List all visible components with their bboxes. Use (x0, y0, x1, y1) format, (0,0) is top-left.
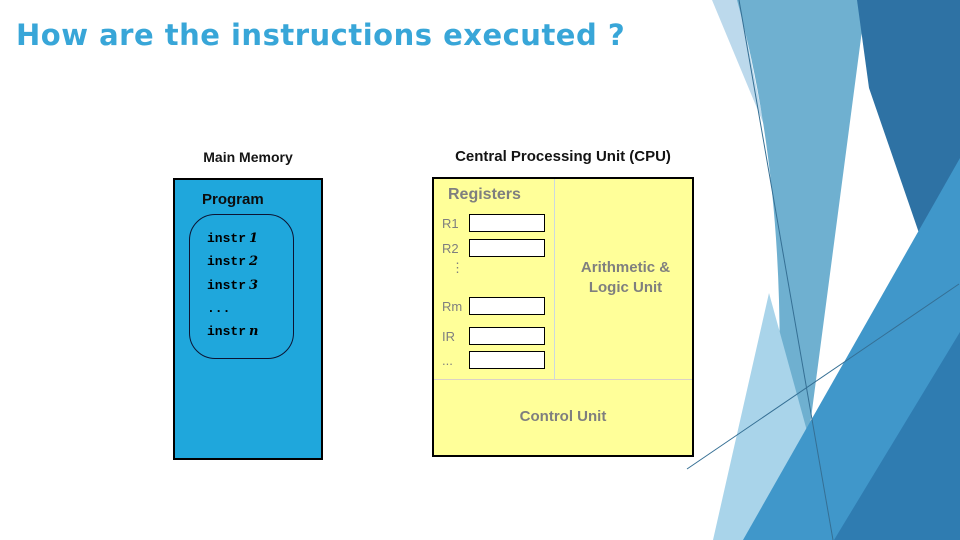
register-label: IR (442, 328, 455, 344)
register-label: R2 (442, 240, 459, 256)
bg-thin-line-1 (738, 0, 834, 540)
main-memory-label: Main Memory (203, 149, 293, 165)
bg-band-shape (737, 0, 866, 540)
alu-label: Arithmetic & Logic Unit (580, 259, 671, 296)
registers-heading: Registers (448, 186, 521, 203)
cpu-horizontal-divider (434, 379, 692, 380)
register-value-box (469, 351, 545, 369)
bg-pale-sliver (712, 0, 764, 125)
bg-thin-line-2 (686, 283, 960, 470)
cpu-box: Registers R1 R2 ⋮ Rm IR ... Arithmetic &… (432, 177, 694, 457)
register-row-ir: IR (442, 327, 545, 345)
register-row-r2: R2 (442, 239, 545, 257)
register-value-box (469, 214, 545, 232)
register-value-box (469, 297, 545, 315)
control-unit-label: Control Unit (519, 408, 607, 425)
cpu-vertical-divider (554, 179, 555, 379)
register-value-box (469, 327, 545, 345)
register-row-rm: Rm (442, 297, 545, 315)
register-row-r1: R1 (442, 214, 545, 232)
register-row-etc: ... (442, 351, 545, 369)
cpu-label: Central Processing Unit (CPU) (455, 148, 671, 165)
register-label: Rm (442, 298, 463, 314)
register-label: R1 (442, 215, 459, 231)
program-label: Program (202, 191, 264, 208)
register-label: ... (442, 352, 453, 368)
bg-inner-dark-triangle (834, 332, 960, 540)
slide-title: How are the instructions executed ? (16, 18, 626, 52)
register-value-box (469, 239, 545, 257)
instruction-line: ... (207, 300, 231, 316)
registers-vertical-ellipsis: ⋮ (451, 260, 464, 275)
